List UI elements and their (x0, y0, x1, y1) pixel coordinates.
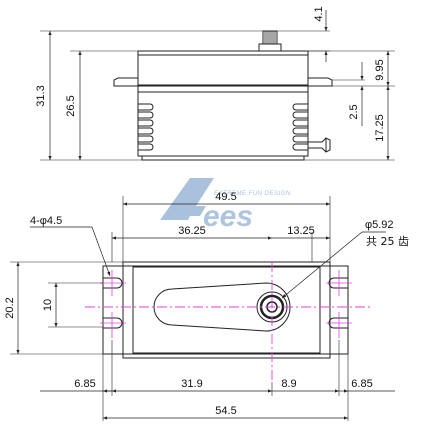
hole-centerlines (100, 270, 352, 338)
servo-horn (153, 282, 291, 332)
dim-flange-to-bottom: 17.25 (374, 114, 386, 142)
lower-housing (137, 85, 309, 157)
centerlines (85, 262, 372, 382)
cable-exit (308, 137, 331, 153)
left-flange (113, 77, 139, 87)
dim-total-height: 31.3 (35, 85, 47, 106)
side-view (113, 30, 333, 161)
dim-left-margin: 6.85 (74, 378, 95, 390)
watermark-tagline: EXTREME FUN DESIGN (214, 191, 291, 197)
dim-body-length: 49.5 (215, 191, 236, 203)
spline-teeth (264, 31, 276, 45)
dim-slot-spacing: 10 (42, 299, 54, 311)
dim-overall-length: 54.5 (215, 405, 236, 417)
dim-shaft-offset: 13.25 (287, 225, 315, 237)
mounting-plate (102, 265, 349, 355)
dim-flange-thickness: 2.5 (348, 104, 360, 119)
side-dimension-lines (48, 10, 390, 160)
callout-tooth-count: 共 25 齿 (366, 235, 409, 248)
dim-right-margin: 6.85 (351, 378, 372, 390)
watermark-brand: ees (203, 200, 253, 233)
callout-leaders (30, 226, 386, 299)
callout-mount-holes: 4-φ4.5 (30, 215, 62, 227)
top-housing (137, 50, 309, 86)
dim-body-height: 26.5 (65, 95, 77, 116)
top-dimension-lines (16, 202, 395, 420)
dim-shaft-span: 8.9 (281, 378, 296, 390)
side-extension-lines (40, 30, 395, 161)
cooling-fins-right (292, 103, 308, 151)
watermark-logo-mark (160, 178, 214, 220)
dim-mid-span: 31.9 (181, 378, 202, 390)
dim-top-to-flange: 9.95 (374, 59, 386, 80)
spline-collar (258, 43, 282, 52)
dim-height-total: 20.2 (4, 297, 16, 318)
dim-spline-height: 4.1 (313, 6, 325, 21)
bottom-plate (141, 155, 305, 161)
right-flange (307, 77, 333, 87)
top-body (122, 261, 331, 359)
dim-mount-spacing: 36.25 (178, 225, 206, 237)
top-view (102, 261, 349, 359)
cooling-fins-left (138, 103, 154, 151)
callout-spline-diameter: φ5.92 (365, 219, 394, 231)
top-body-inner (132, 266, 321, 354)
